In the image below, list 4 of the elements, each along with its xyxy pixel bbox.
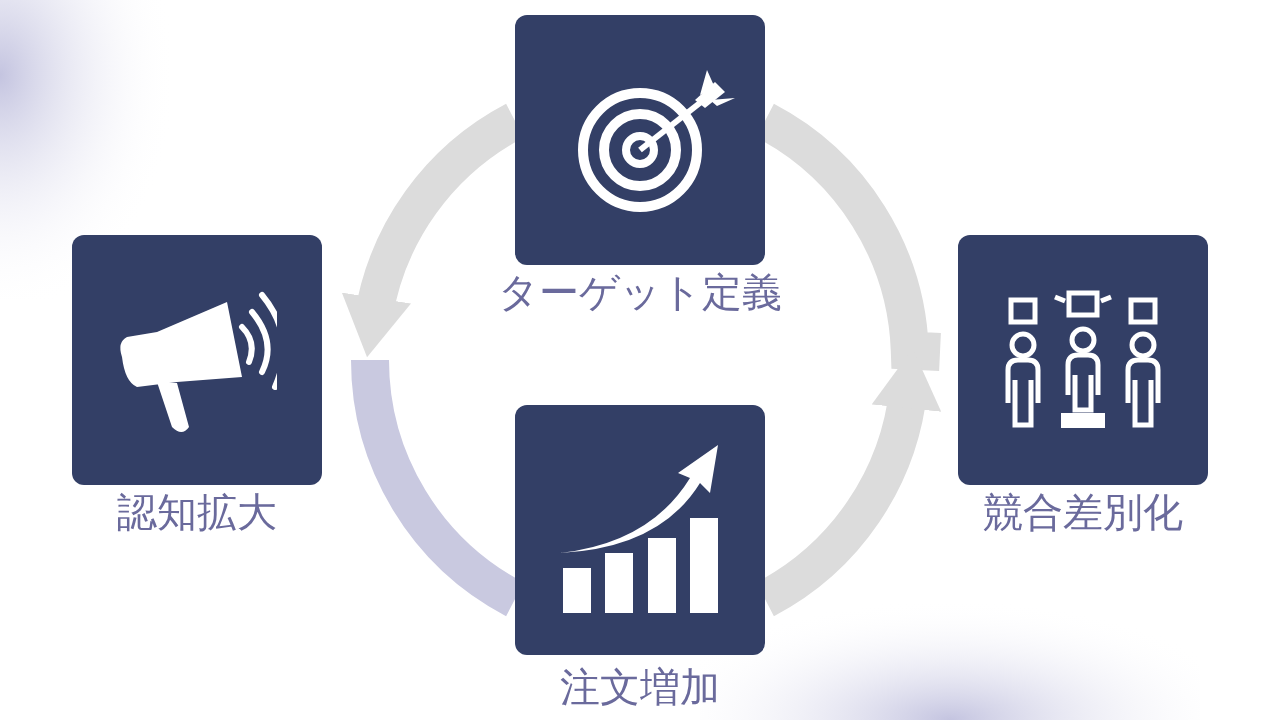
node-label: ターゲット定義 xyxy=(498,272,782,312)
node-label: 競合差別化 xyxy=(983,492,1183,532)
node-label: 認知拡大 xyxy=(117,492,277,532)
node-label: 注文増加 xyxy=(560,667,720,707)
